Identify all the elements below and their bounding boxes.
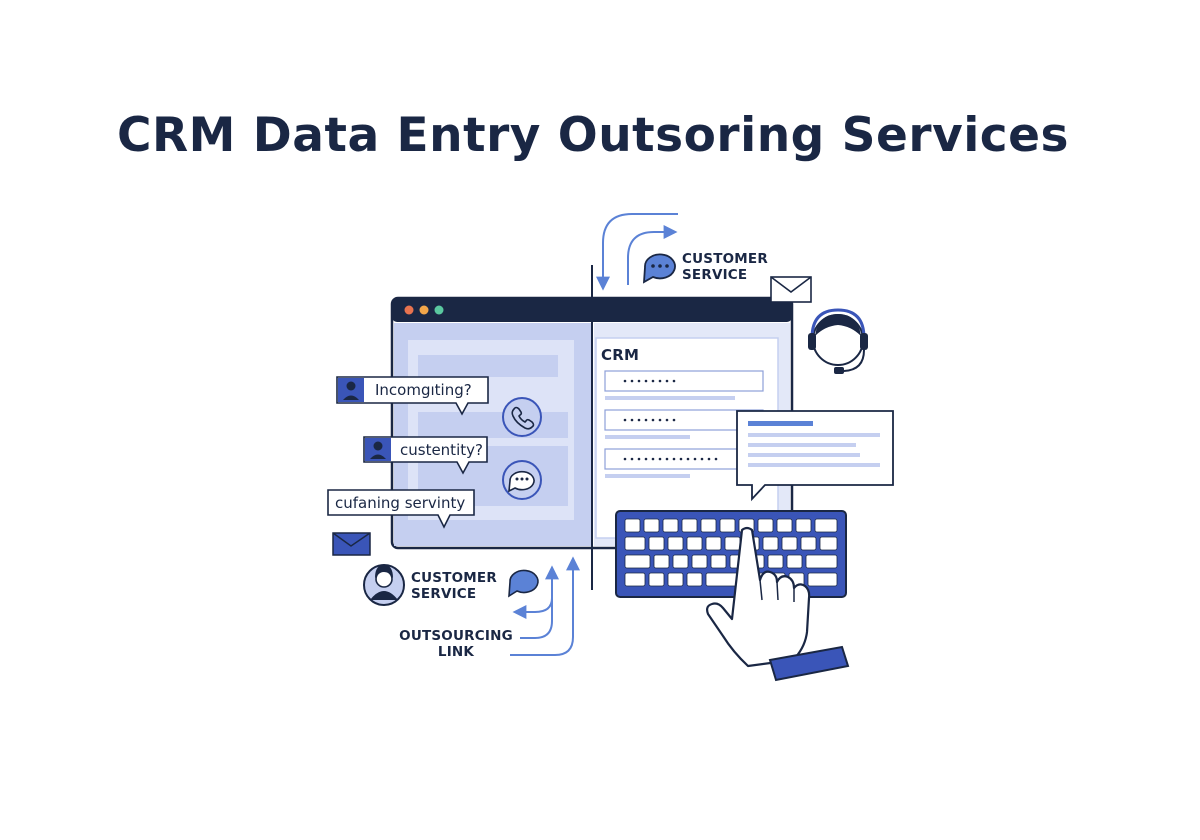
chat-icon — [642, 253, 676, 284]
page-title: CRM Data Entry Outsoring Services — [116, 108, 1070, 163]
mail-icon — [332, 532, 371, 556]
arrow-icon — [596, 213, 678, 291]
headset-agent-icon — [808, 308, 868, 374]
flow-arrows-top — [596, 213, 678, 291]
bubble-incoming — [336, 376, 489, 416]
customer-service-top-label: CUSTOMER SERVICE — [682, 251, 768, 283]
window-dot-red — [404, 305, 414, 315]
crm-field-1 — [604, 370, 764, 392]
hand-pointer-icon — [706, 526, 850, 682]
message-card — [736, 410, 894, 502]
keyboard-icon — [615, 510, 847, 598]
window-dot-green — [434, 305, 444, 315]
customer-service-bottom-label: CUSTOMER SERVICE — [411, 570, 497, 602]
bubble-text-custentity: custentity? — [400, 441, 483, 459]
window-dot-orange — [419, 305, 429, 315]
mail-icon — [770, 276, 812, 303]
arrow-icon — [512, 597, 553, 619]
arrow-icon — [627, 225, 678, 285]
bubble-cufaning — [327, 489, 475, 529]
bubble-custentity — [363, 436, 488, 475]
flow-arrows-bottom — [510, 556, 580, 656]
chat-icon — [508, 569, 539, 598]
bubble-text-incoming: Incomgıting? — [375, 381, 472, 399]
agent-avatar — [363, 564, 405, 606]
outsourcing-link-label: OUTSOURCING LINK — [399, 628, 513, 660]
bubble-text-cufaning: cufaning servinty — [335, 494, 466, 512]
arrow-icon — [520, 565, 559, 639]
arrow-icon — [510, 556, 580, 656]
crm-label: CRM — [601, 346, 640, 364]
chat-icon — [502, 460, 542, 500]
phone-icon — [502, 397, 542, 437]
